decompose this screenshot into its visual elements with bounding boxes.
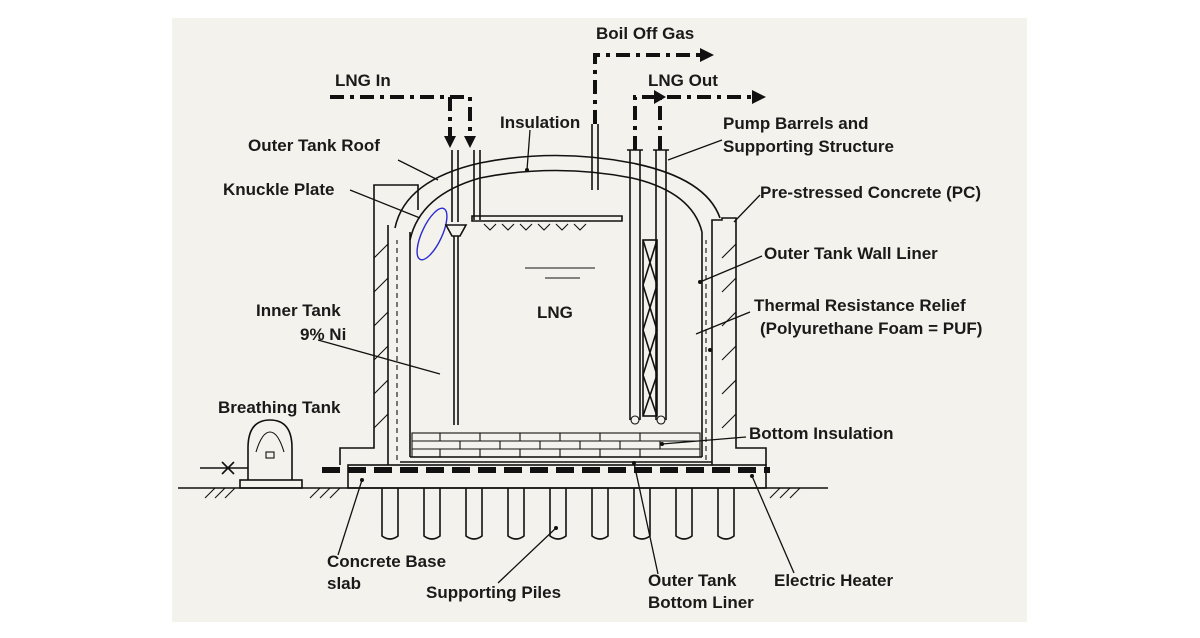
label-outer-tank-wall-liner: Outer Tank Wall Liner [764,244,938,263]
label-lng-out: LNG Out [648,71,718,90]
label-lng: LNG [537,303,573,322]
pump-barrels [629,150,667,420]
label-thermal-resistance-relief: Thermal Resistance Relief [754,296,966,315]
label-electric-heater: Electric Heater [774,571,893,590]
boil-off-pipe [591,124,599,190]
lng-in-pipes [451,150,481,222]
knuckle-plate-highlight [416,207,448,261]
label-lng-in: LNG In [335,71,391,90]
label-inner-tank: Inner Tank [256,301,341,320]
label-insulation: Insulation [500,113,580,132]
ground-hatch [204,487,801,499]
outer-wall-right [711,217,767,465]
label-outer-tank-roof: Outer Tank Roof [248,136,380,155]
label-breathing-tank: Breathing Tank [218,398,341,417]
pump-support-truss [642,239,658,417]
label-puf: (Polyurethane Foam = PUF) [760,319,982,338]
supporting-piles [381,488,735,540]
label-inner-tank-material: 9% Ni [300,325,346,344]
boil-off-flow [593,53,700,124]
background-panel [172,18,1027,622]
label-concrete-base: Concrete Base [327,552,446,571]
leader-lines [317,129,795,584]
outer-tank-wall-liner [396,240,707,460]
bottom-insulation-blocks [411,432,701,458]
label-concrete-base-slab: slab [327,574,361,593]
concrete-base-slab [347,464,767,489]
bottom-fill-pipe [453,236,459,425]
label-bottom-liner: Bottom Liner [648,593,754,612]
label-bottom-insulation: Bottom Insulation [749,424,893,443]
label-supporting-piles: Supporting Piles [426,583,561,602]
suspended-deck [471,215,623,222]
breathing-tank [200,419,303,489]
pump-foot-1 [630,415,640,425]
fill-nozzle [444,224,468,237]
outer-tank-roof [394,154,721,229]
pump-foot-2 [656,415,666,425]
lng-in-flow [330,95,472,138]
suspended-deck-dome [409,169,703,241]
label-knuckle-plate: Knuckle Plate [223,180,335,199]
deck-hangers [483,223,587,231]
label-pre-stressed-concrete: Pre-stressed Concrete (PC) [760,183,981,202]
label-outer-tank-bottom: Outer Tank [648,571,737,590]
label-boil-off-gas: Boil Off Gas [596,24,694,43]
label-pump-barrels: Pump Barrels and [723,114,869,133]
outer-wall-left [339,184,419,465]
label-supporting-structure: Supporting Structure [723,137,894,156]
